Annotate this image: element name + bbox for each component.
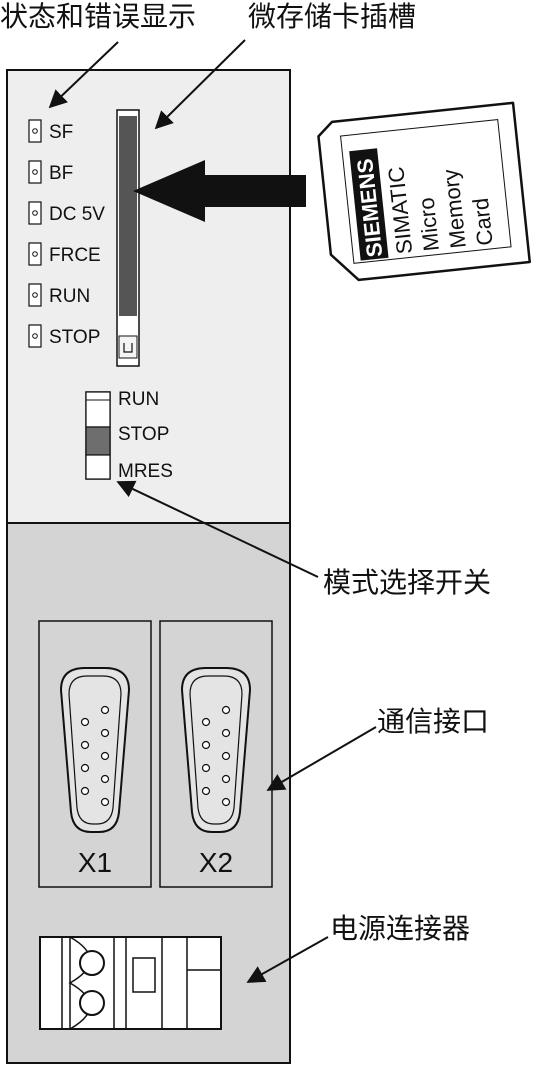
mode-selector-arrow [116,480,319,578]
port-x2-label: X2 [199,847,233,878]
led-bf [28,160,42,184]
port-x2-pin [221,705,231,715]
port-x1-pin [100,751,110,761]
mode-selector-label: 模式选择开关 [323,566,491,599]
led-bf-label: BF [49,163,73,184]
mode-switch-stop-label: STOP [118,424,169,445]
port-x1[interactable]: X1 [38,620,152,888]
memory-card-slot-label: 微存储卡插槽 [248,0,416,33]
led-stop-label: STOP [49,327,100,348]
led-sf [28,119,42,143]
memory-card-brand-box [349,148,389,261]
upper-panel [6,69,291,525]
led-frce [28,242,42,266]
ejector-icon [123,343,133,353]
port-x2-pin [201,786,211,796]
mode-switch-stop-position[interactable] [85,426,111,456]
power-connector[interactable] [39,936,222,1030]
led-dc-5v-indicator [32,210,38,216]
led-stop-indicator [32,333,38,339]
port-x1-pin [80,740,90,750]
led-stop [28,324,42,348]
led-run-label: RUN [49,286,90,307]
port-x2-pin [201,763,211,773]
led-bf-indicator [32,169,38,175]
status-led-group: SF BF DC 5V FRCE RUN STOP [28,119,105,348]
led-frce-indicator [32,251,38,257]
memory-card-slot-opening [119,116,137,316]
led-run [28,283,42,307]
port-x2-pin [221,728,231,738]
comm-interface-label: 通信接口 [377,705,489,738]
power-connector-arrow [246,936,329,983]
port-x2-pin [201,740,211,750]
port-x1-shell [59,667,131,833]
mode-switch-run-position[interactable] [85,391,111,428]
status-display-arrow [48,41,119,109]
port-x2-pin [221,751,231,761]
port-x1-pin [80,717,90,727]
port-x2-pin [201,717,211,727]
comm-interface-arrow [266,726,377,791]
port-x1-pin [100,705,110,715]
port-x1-pin [100,774,110,784]
mode-switch-mres-position[interactable] [85,454,111,480]
card-insert-arrow [133,160,306,222]
port-x2-pin [221,774,231,784]
power-terminal-top[interactable] [79,950,105,976]
port-x1-pin [80,786,90,796]
led-sf-indicator [32,128,38,134]
port-x1-pin [80,763,90,773]
memory-card-line-card: Card [468,197,498,247]
port-x2-pin [221,797,231,807]
port-x1-label: X1 [78,847,112,878]
mode-selector-switch[interactable]: RUN STOP MRES [85,389,173,482]
led-run-indicator [32,292,38,298]
led-sf-label: SF [49,122,73,143]
led-dc-5v [28,201,42,225]
port-x1-pin [100,728,110,738]
port-x2-shell [180,667,252,833]
status-display-label: 状态和错误显示 [0,0,196,33]
mode-switch-run-label: RUN [118,389,159,410]
memory-card-slot-arrow [154,39,246,130]
slot-ejector[interactable] [118,335,138,359]
port-x1-pin [100,797,110,807]
power-connector-label: 电源连接器 [330,912,470,945]
led-dc-5v-label: DC 5V [49,204,105,225]
power-terminal-bottom[interactable] [79,990,105,1016]
port-x2[interactable]: X2 [159,620,273,888]
comm-port-group: X1 X2 [38,620,273,888]
mode-switch-mres-label: MRES [118,461,173,482]
led-frce-label: FRCE [49,245,101,266]
memory-card-line-micro: Micro [414,196,444,252]
